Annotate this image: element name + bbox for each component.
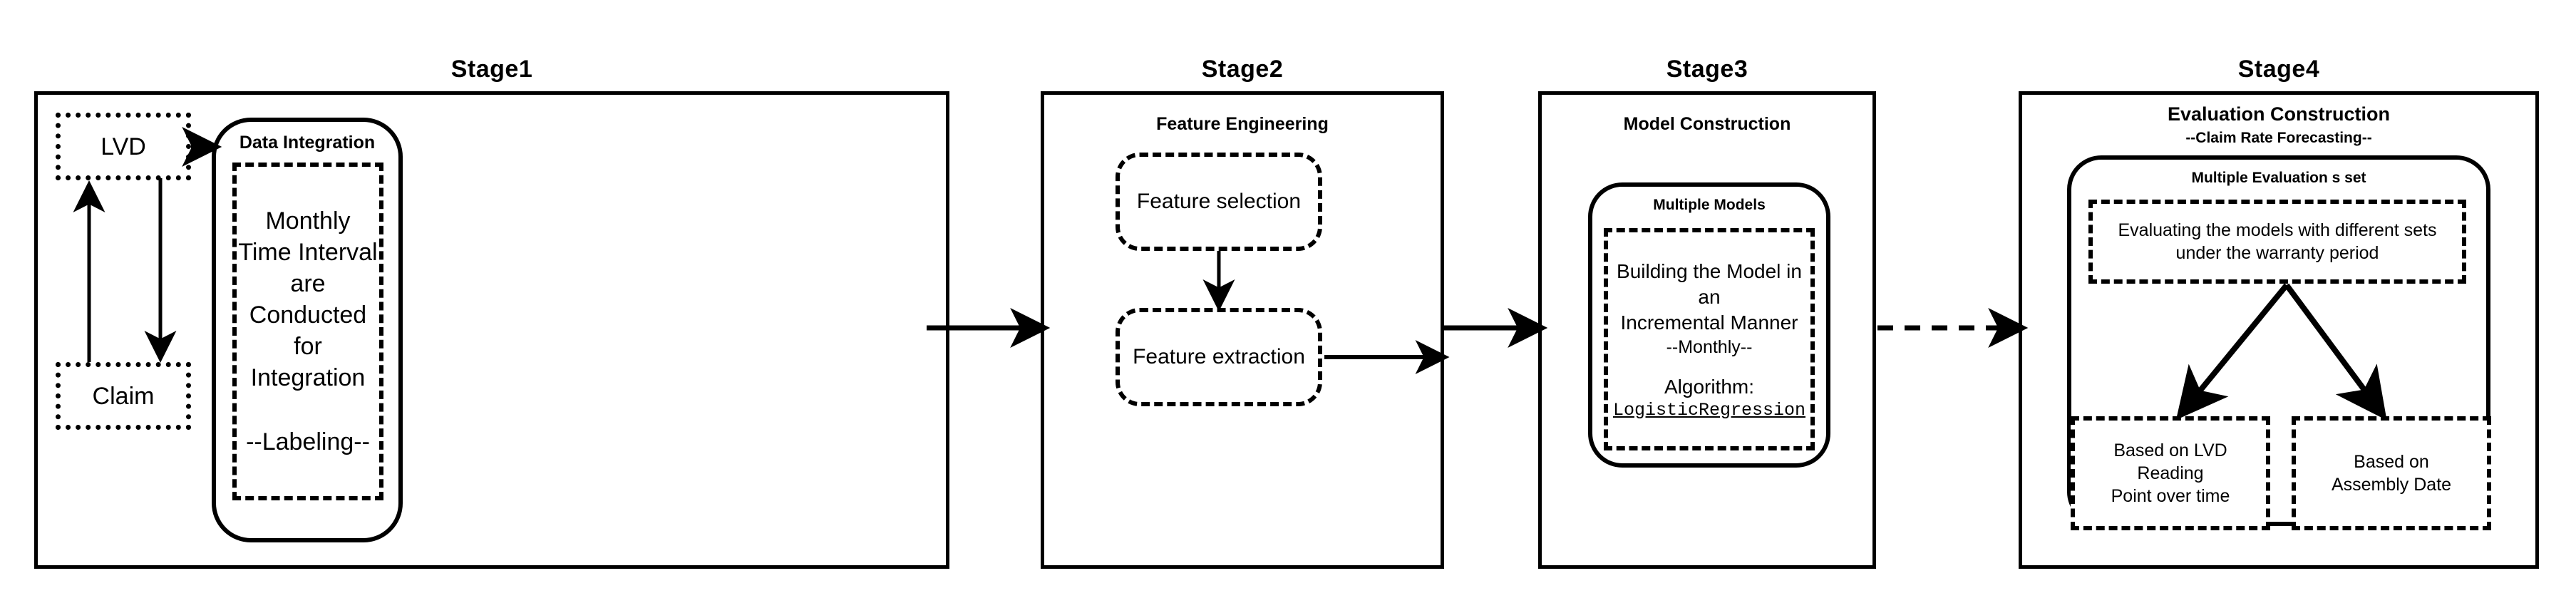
branch-lvd-line-2: Reading [2137, 463, 2204, 483]
stage3-title: Stage3 [1666, 56, 1748, 83]
branch-lvd-line-3: Point over time [2111, 486, 2230, 506]
model-construction-title: Model Construction [1623, 114, 1791, 134]
feature-extraction-label: Feature extraction [1133, 345, 1305, 368]
integration-line-3: Integration [250, 364, 366, 391]
branch-assembly-line-1: Based on [2354, 452, 2429, 472]
data-integration-title: Data Integration [239, 133, 376, 153]
claim-box[interactable]: Claim [56, 362, 191, 430]
feature-selection-box[interactable]: Feature selection [1116, 153, 1322, 251]
lvd-box[interactable]: LVD [56, 113, 191, 180]
branch-assembly-line-2: Assembly Date [2331, 475, 2452, 495]
stage4-title: Stage4 [2237, 56, 2320, 83]
model-line-3: Incremental Manner [1620, 311, 1798, 334]
evaluation-detail-box[interactable]: Evaluating the models with different set… [2088, 200, 2466, 284]
integration-line-1: Monthly Time Interval [238, 207, 378, 266]
feature-engineering-title: Feature Engineering [1156, 114, 1329, 134]
evaluation-line-2: under the warranty period [2175, 243, 2379, 263]
integration-line-2: are Conducted for [249, 270, 367, 360]
lvd-label: LVD [101, 133, 146, 160]
integration-note: --Labeling-- [246, 428, 370, 455]
multiple-models-title: Multiple Models [1653, 197, 1766, 213]
stage1-title: Stage1 [450, 56, 533, 83]
stage2-title: Stage2 [1201, 56, 1284, 83]
branch-lvd-reading-box[interactable]: Based on LVD Reading Point over time [2071, 416, 2270, 530]
evaluation-construction-title: Evaluation Construction [2167, 103, 2391, 125]
branch-assembly-date-box[interactable]: Based on Assembly Date [2292, 416, 2491, 530]
data-integration-detail-box[interactable]: Monthly Time Interval are Conducted for … [232, 163, 383, 500]
algorithm-label: Algorithm: [1664, 375, 1755, 398]
evaluation-construction-subtitle: --Claim Rate Forecasting-- [2185, 130, 2372, 146]
algorithm-value: LogisticRegression [1612, 399, 1806, 421]
feature-selection-label: Feature selection [1136, 190, 1302, 213]
evaluation-line-1: Evaluating the models with different set… [2118, 220, 2437, 240]
claim-label: Claim [92, 382, 155, 410]
model-note: --Monthly-- [1666, 336, 1753, 357]
branch-lvd-line-1: Based on LVD [2113, 440, 2227, 460]
feature-extraction-box[interactable]: Feature extraction [1116, 308, 1322, 406]
model-line-1: Building the Model in [1617, 259, 1802, 282]
model-detail-box[interactable]: Building the Model in an Incremental Man… [1604, 228, 1815, 450]
multiple-evaluation-sets-title: Multiple Evaluation s set [2191, 170, 2366, 186]
model-line-2: an [1698, 285, 1721, 308]
